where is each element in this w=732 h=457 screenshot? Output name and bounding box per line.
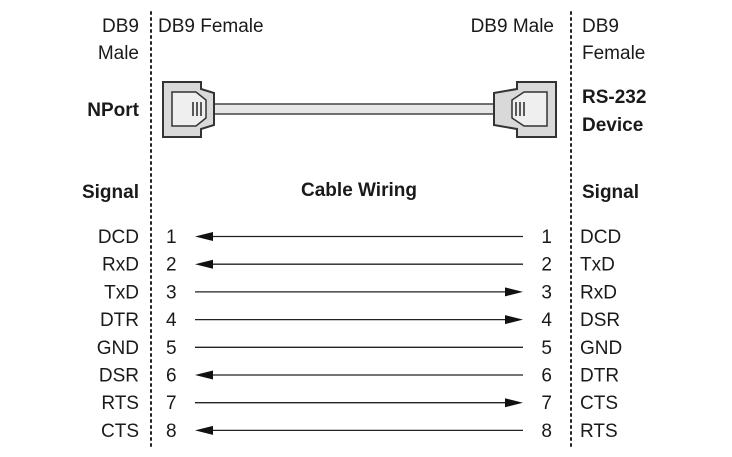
right-signal-name: RxD xyxy=(580,282,617,303)
right-connector-label-line1: DB9 xyxy=(582,16,619,37)
right-device-label-line1: RS-232 xyxy=(582,87,646,108)
wiring-row: DTR 4 4 DSR xyxy=(100,310,620,331)
arrowhead-left xyxy=(195,425,213,435)
left-signal-name: GND xyxy=(97,338,139,359)
left-signal-name: DTR xyxy=(100,310,139,331)
left-signal-name: DSR xyxy=(99,366,139,387)
left-device-label: NPort xyxy=(87,100,139,121)
left-pin-number: 7 xyxy=(166,393,177,414)
wiring-row: DCD 1 1 DCD xyxy=(98,227,621,248)
left-signal-header: Signal xyxy=(82,182,139,203)
left-signal-name: CTS xyxy=(101,421,139,442)
cable-wiring-title: Cable Wiring xyxy=(301,180,417,201)
left-pin-number: 4 xyxy=(166,310,177,331)
arrowhead-right xyxy=(505,287,523,297)
db9-cable-icon xyxy=(162,81,557,138)
right-device-label-line2: Device xyxy=(582,115,643,136)
wiring-row: RxD 2 2 TxD xyxy=(102,255,615,276)
left-signal-name: RxD xyxy=(102,255,139,276)
right-pin-number: 4 xyxy=(541,310,552,331)
right-pin-number: 1 xyxy=(541,227,552,248)
arrowhead-right xyxy=(505,315,523,325)
left-pin-number: 3 xyxy=(166,282,177,303)
wiring-row: GND 5 5 GND xyxy=(97,338,622,359)
arrowhead-left xyxy=(195,370,213,380)
arrowhead-right xyxy=(505,398,523,408)
right-pin-number: 6 xyxy=(541,366,552,387)
right-pin-number: 7 xyxy=(541,393,552,414)
right-signal-name: GND xyxy=(580,338,622,359)
wiring-row: CTS 8 8 RTS xyxy=(101,421,618,442)
arrowhead-left xyxy=(195,232,213,241)
right-signal-name: DCD xyxy=(580,227,621,248)
left-pin-number: 6 xyxy=(166,366,177,387)
left-pin-number: 2 xyxy=(166,255,177,276)
left-pin-number: 5 xyxy=(166,338,177,359)
arrowhead-left xyxy=(195,259,213,269)
cable-left-end-label: DB9 Female xyxy=(158,16,264,37)
right-signal-name: DTR xyxy=(580,366,619,387)
right-signal-name: CTS xyxy=(580,393,618,414)
left-signal-name: RTS xyxy=(101,393,139,414)
left-pin-number: 8 xyxy=(166,421,177,442)
right-pin-number: 8 xyxy=(541,421,552,442)
wiring-row: TxD 3 3 RxD xyxy=(104,282,617,303)
left-pin-number: 1 xyxy=(166,227,177,248)
right-signal-name: RTS xyxy=(580,421,618,442)
right-signal-name: DSR xyxy=(580,310,620,331)
right-signal-header: Signal xyxy=(582,182,639,203)
wiring-row: DSR 6 6 DTR xyxy=(99,366,619,387)
right-pin-number: 5 xyxy=(541,338,552,359)
right-signal-name: TxD xyxy=(580,255,615,276)
left-signal-name: DCD xyxy=(98,227,139,248)
left-connector-label-line1: DB9 xyxy=(102,16,139,37)
wiring-row: RTS 7 7 CTS xyxy=(101,393,618,414)
cable-right-end-label: DB9 Male xyxy=(471,16,554,37)
right-pin-number: 3 xyxy=(541,282,552,303)
left-connector-label-line2: Male xyxy=(98,43,139,64)
right-pin-number: 2 xyxy=(541,255,552,276)
left-signal-name: TxD xyxy=(104,282,139,303)
right-connector-label-line2: Female xyxy=(582,43,645,64)
